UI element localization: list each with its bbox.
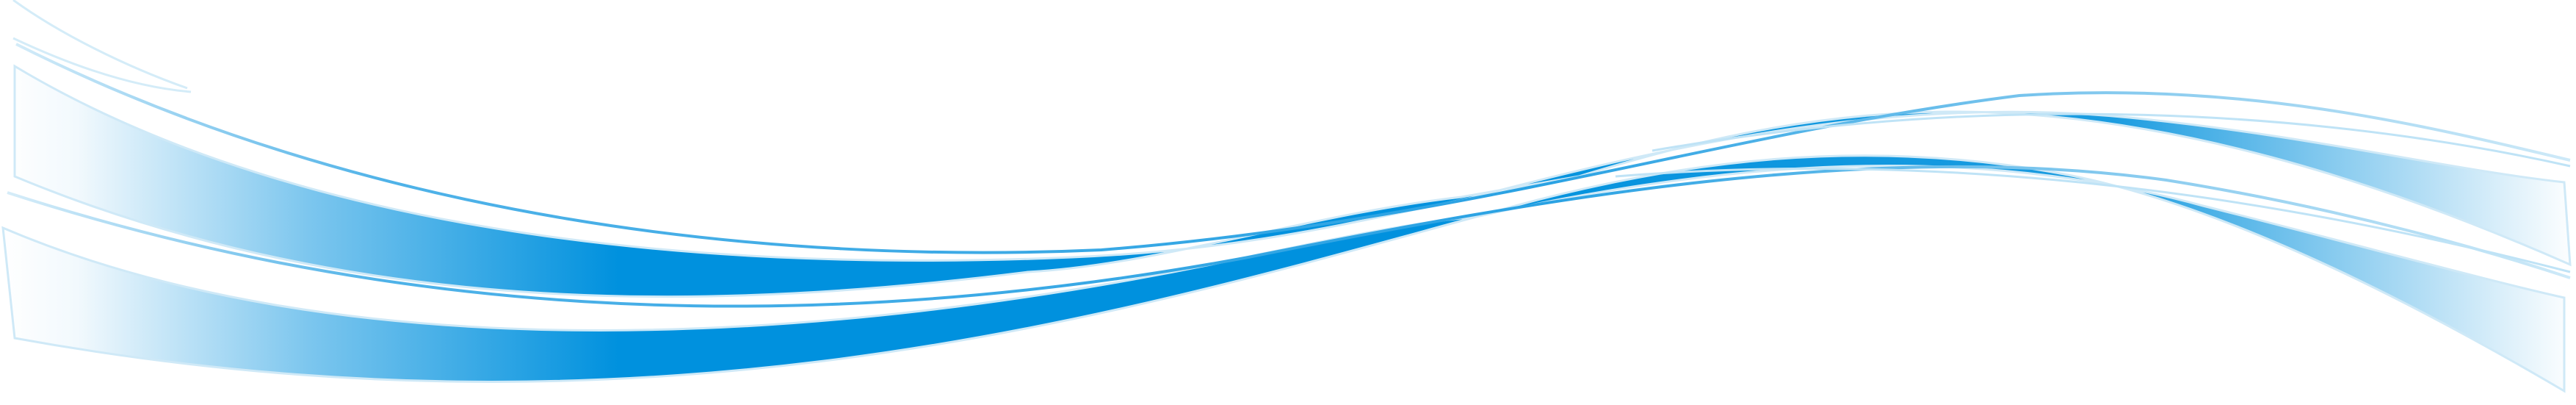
lower-wave-band xyxy=(1,154,2566,393)
top-left-swoosh-2 xyxy=(12,37,192,93)
top-left-swoosh xyxy=(12,0,188,90)
right-thin-line xyxy=(1615,167,2571,273)
right-thin-line-2 xyxy=(1651,112,2571,168)
lower-accent-line xyxy=(7,165,2571,308)
upper-accent-line xyxy=(15,43,2571,254)
upper-wave-band xyxy=(13,64,2572,298)
